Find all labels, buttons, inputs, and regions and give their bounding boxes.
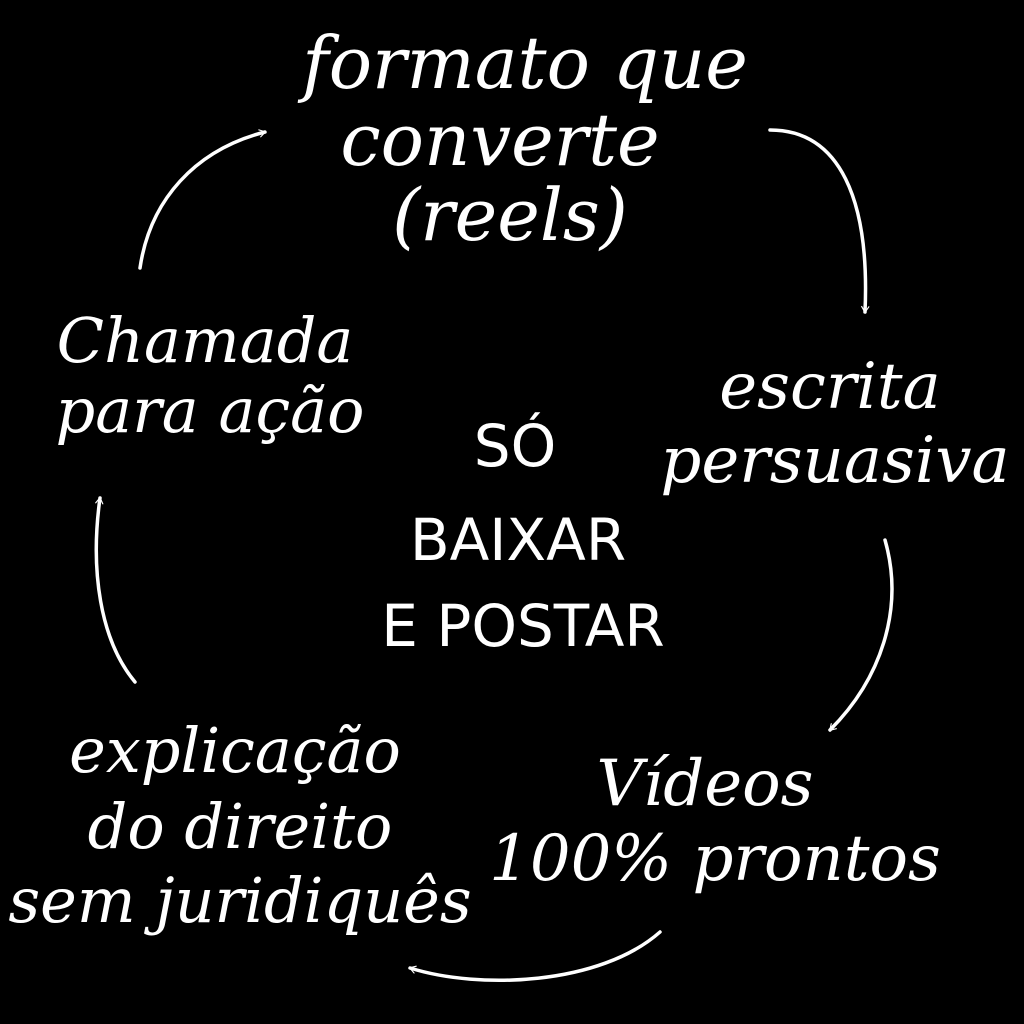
node-chamada: Chamada para ação [56, 304, 365, 447]
node-videos: Vídeos 100% prontos [489, 747, 941, 896]
center-line: E POSTAR [381, 592, 664, 660]
center-line: SÓ [474, 411, 556, 480]
node-formato: formato que converte (reels) [297, 21, 748, 257]
node-text: Vídeos [597, 747, 814, 821]
node-text: do direito [88, 790, 393, 863]
arrow-videos-to-explicacao [408, 930, 662, 983]
center-text: SÓ BAIXAR E POSTAR [381, 411, 664, 660]
node-text: persuasiva [660, 424, 1009, 498]
node-text: converte [340, 98, 659, 182]
arrow-chamada-to-formato [138, 129, 267, 270]
center-line: BAIXAR [410, 506, 626, 574]
node-text: para ação [56, 374, 365, 447]
node-escrita: escrita persuasiva [660, 350, 1009, 498]
node-text: sem juridiquês [8, 864, 471, 937]
node-explicacao: explicação do direito sem juridiquês [8, 714, 471, 937]
arrow-escrita-to-videos [828, 538, 894, 732]
node-text: 100% prontos [489, 822, 941, 896]
node-text: explicação [69, 714, 401, 787]
node-text: Chamada [57, 304, 354, 377]
node-text: formato que [297, 21, 748, 105]
node-text: escrita [719, 350, 941, 424]
node-text: (reels) [392, 173, 628, 257]
arrow-formato-to-escrita [768, 128, 870, 314]
arrow-explicacao-to-chamada [94, 496, 137, 684]
